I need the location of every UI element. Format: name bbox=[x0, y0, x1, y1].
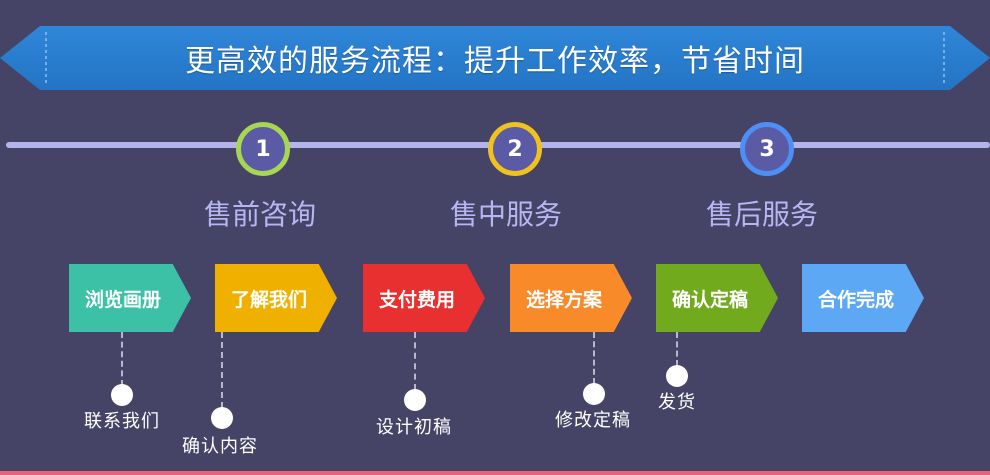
process-confirm-final: 确认定稿 bbox=[656, 264, 778, 332]
sub-step-contact-us: 联系我们 bbox=[84, 411, 160, 432]
process-label: 浏览画册 bbox=[84, 288, 161, 311]
process-label: 选择方案 bbox=[525, 288, 602, 311]
bottom-divider bbox=[0, 471, 990, 475]
connector-line bbox=[221, 332, 223, 408]
sub-step-confirm-content: 确认内容 bbox=[182, 436, 258, 457]
step-2-label: 售中服务 bbox=[449, 198, 562, 231]
process-pay-fee: 支付费用 bbox=[363, 264, 485, 332]
step-3-label: 售后服务 bbox=[705, 198, 818, 231]
process-label: 了解我们 bbox=[230, 288, 307, 311]
connector-dot bbox=[404, 389, 426, 411]
process-learn-about-us: 了解我们 bbox=[215, 264, 337, 332]
step-1-label: 售前咨询 bbox=[203, 198, 316, 231]
process-browse-brochure: 浏览画册 bbox=[69, 264, 191, 332]
connector-line bbox=[414, 332, 416, 390]
connector-dot bbox=[111, 384, 133, 406]
process-label: 确认定稿 bbox=[671, 288, 748, 311]
connector-dot bbox=[211, 407, 233, 429]
step-2-circle: 2 bbox=[488, 122, 542, 176]
process-cooperation-complete: 合作完成 bbox=[802, 264, 924, 332]
process-choose-plan: 选择方案 bbox=[510, 264, 632, 332]
sub-step-shipping: 发货 bbox=[658, 392, 696, 413]
banner-shape bbox=[0, 26, 990, 90]
title-banner: 更高效的服务流程：提升工作效率，节省时间 bbox=[0, 26, 990, 90]
step-1-number: 1 bbox=[255, 136, 271, 162]
connector-line bbox=[593, 332, 595, 384]
connector-dot bbox=[583, 383, 605, 405]
connector-dot bbox=[666, 365, 688, 387]
step-2-number: 2 bbox=[507, 136, 523, 162]
step-1-circle: 1 bbox=[236, 122, 290, 176]
sub-step-design-draft: 设计初稿 bbox=[376, 417, 452, 438]
connector-line bbox=[121, 332, 123, 386]
sub-step-revise-final: 修改定稿 bbox=[555, 410, 631, 431]
process-label: 合作完成 bbox=[817, 288, 894, 311]
banner-title: 更高效的服务流程：提升工作效率，节省时间 bbox=[185, 44, 805, 79]
connector-line bbox=[676, 332, 678, 366]
process-label: 支付费用 bbox=[378, 288, 455, 311]
step-3-number: 3 bbox=[759, 136, 775, 162]
step-3-circle: 3 bbox=[740, 122, 794, 176]
